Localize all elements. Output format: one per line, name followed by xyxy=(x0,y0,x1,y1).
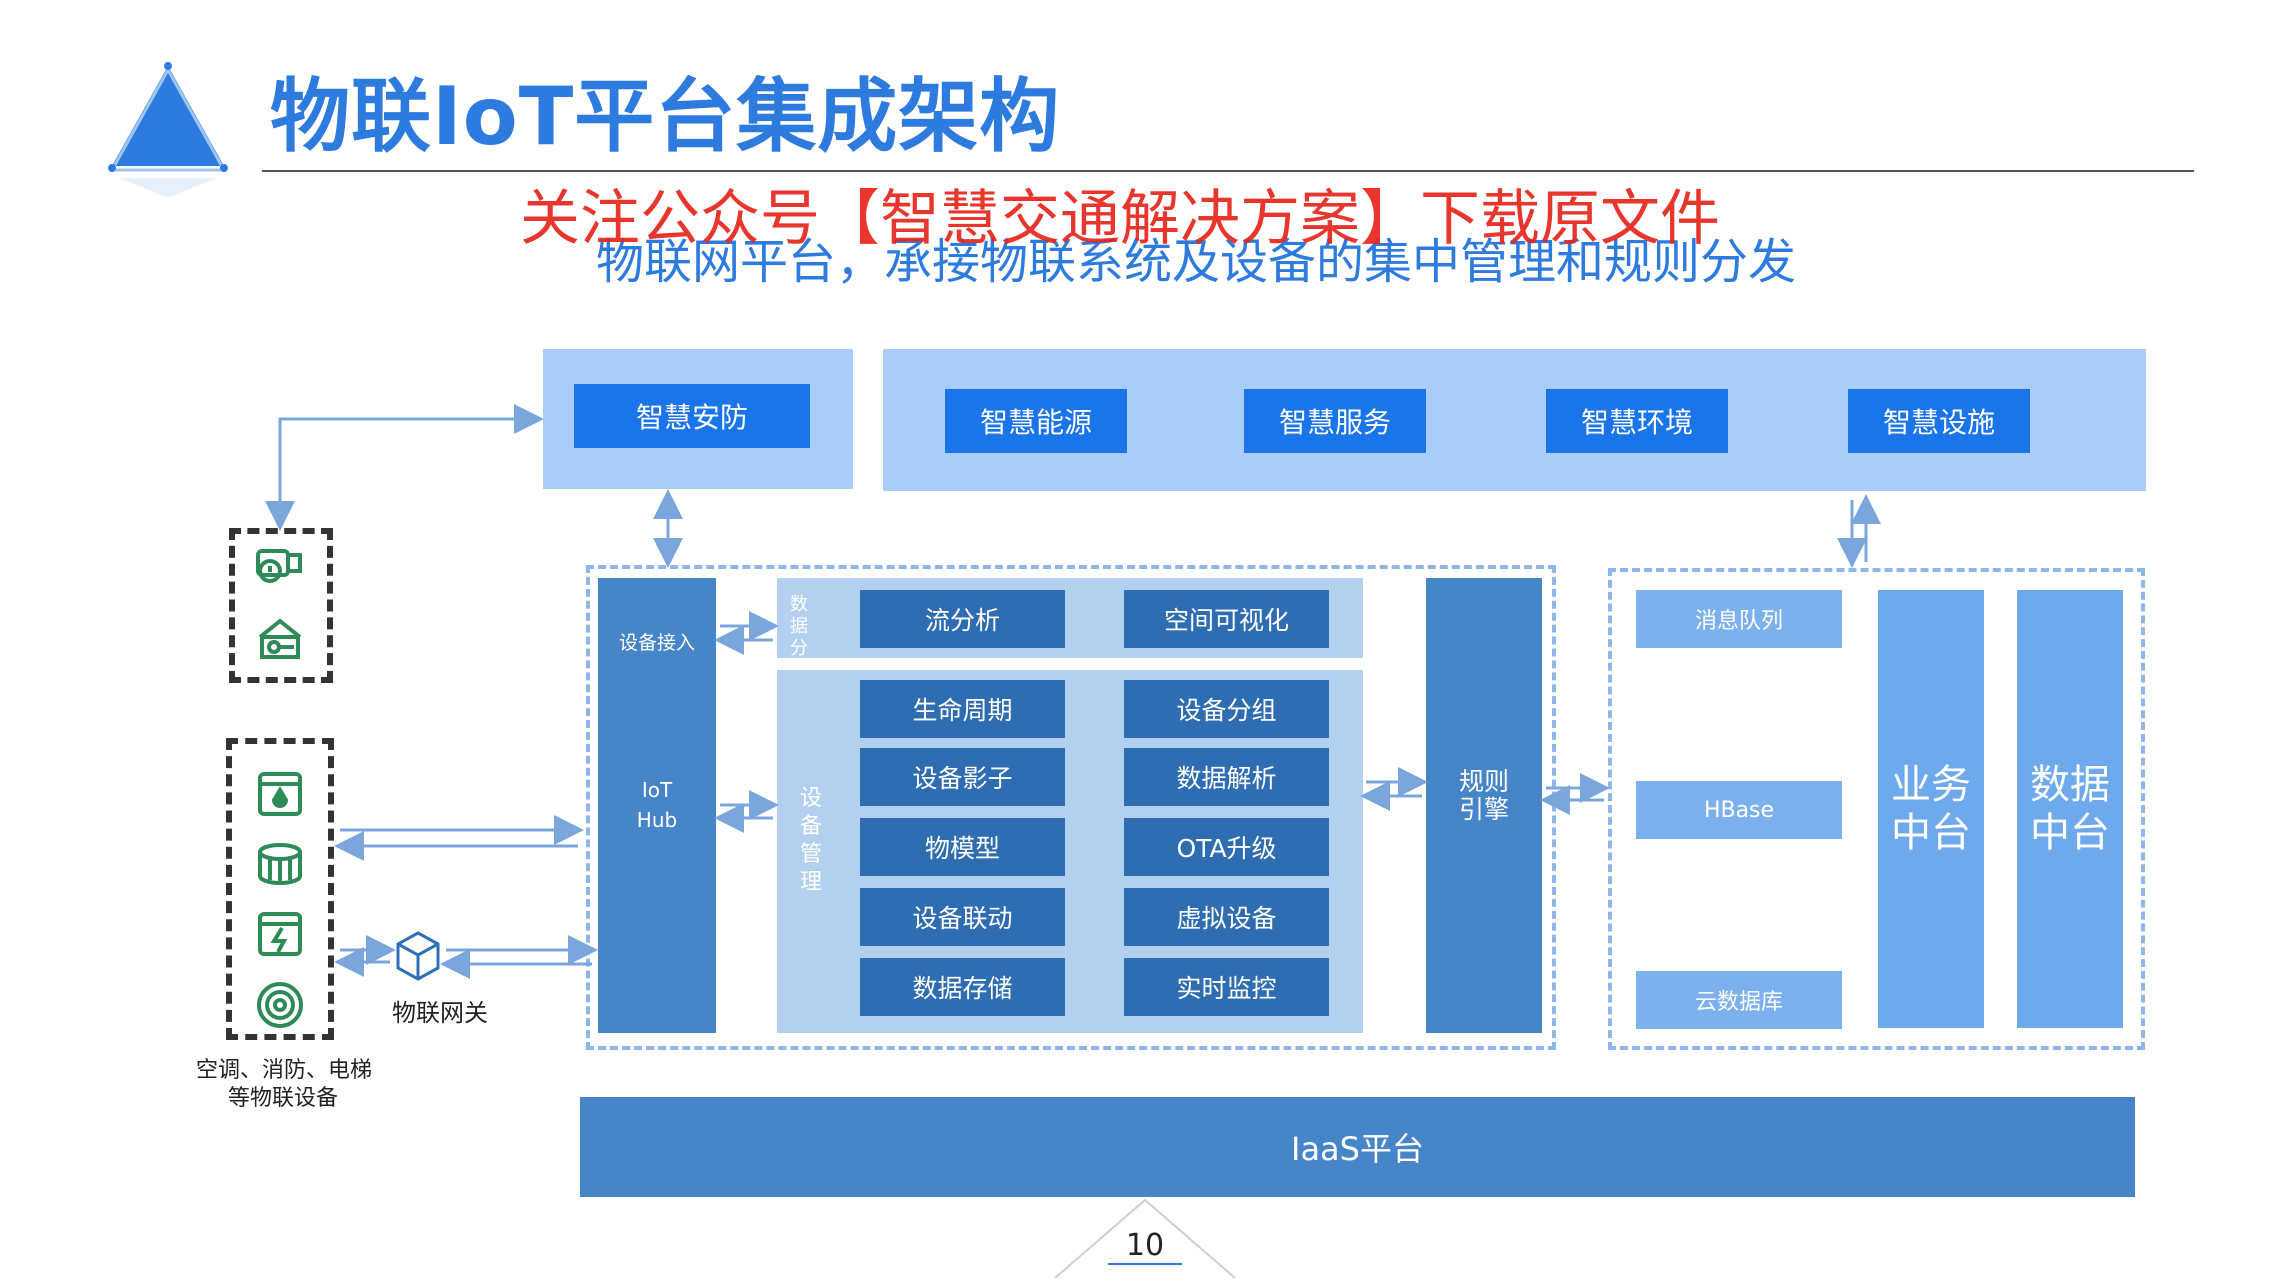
dm-storage-cell: 数据存储 xyxy=(860,958,1065,1016)
smart-security-button[interactable]: 智慧安防 xyxy=(574,384,810,448)
smart-service-button[interactable]: 智慧服务 xyxy=(1244,389,1426,453)
smart-environment-button[interactable]: 智慧环境 xyxy=(1546,389,1728,453)
business-middle-line2: 中台 xyxy=(1891,810,1971,856)
spatial-visualization-cell: 空间可视化 xyxy=(1124,590,1329,648)
smart-energy-button[interactable]: 智慧能源 xyxy=(945,389,1127,453)
rule-engine-label-1: 规则 xyxy=(1458,767,1509,796)
dm-shadow-cell: 设备影子 xyxy=(860,748,1065,806)
devices-caption-1: 空调、消防、电梯 xyxy=(196,1058,373,1083)
rule-engine-column xyxy=(1426,578,1542,1033)
dm-lifecycle-cell: 生命周期 xyxy=(860,680,1065,738)
hbase-item: HBase xyxy=(1636,781,1842,839)
business-middle-platform: 业务 中台 xyxy=(1878,590,1984,1028)
water-meter-icon xyxy=(256,770,304,818)
power-meter-icon xyxy=(256,910,304,958)
stream-analysis-cell: 流分析 xyxy=(860,590,1065,648)
fan-icon xyxy=(256,840,304,888)
dm-ota-cell: OTA升级 xyxy=(1124,818,1329,876)
middle-platform-dashed-region xyxy=(1608,568,2145,1050)
dm-linkage-cell: 设备联动 xyxy=(860,888,1065,946)
business-middle-line1: 业务 xyxy=(1891,762,1971,808)
iot-hub-label-2: Hub xyxy=(636,808,678,832)
gateway-label: 物联网关 xyxy=(392,999,488,1027)
key-card-icon xyxy=(254,615,306,663)
page-number-decoration xyxy=(1050,1196,1240,1280)
devices-caption-2: 等物联设备 xyxy=(228,1086,339,1111)
message-queue-item: 消息队列 xyxy=(1636,590,1842,648)
data-middle-platform: 数据 中台 xyxy=(2017,590,2123,1028)
data-middle-line2: 中台 xyxy=(2030,810,2110,856)
data-middle-line1: 数据 xyxy=(2030,762,2110,808)
dm-grouping-cell: 设备分组 xyxy=(1124,680,1329,738)
rule-engine-label-2: 引擎 xyxy=(1458,795,1509,824)
dm-parsing-cell: 数据解析 xyxy=(1124,748,1329,806)
iot-hub-column xyxy=(598,578,716,1033)
camera-icon xyxy=(254,545,306,591)
smart-facility-button[interactable]: 智慧设施 xyxy=(1848,389,2030,453)
sensor-icon xyxy=(255,980,305,1030)
security-devices-group xyxy=(229,528,333,683)
watermark: 关注公众号【智慧交通解决方案】下载原文件 xyxy=(520,184,1720,254)
gateway-box-icon xyxy=(395,930,441,982)
page-number: 10 xyxy=(1108,1228,1182,1265)
subtitle: 物联网平台，承接物联系统及设备的集中管理和规则分发 xyxy=(596,234,1797,290)
iot-hub-label-1: IoT xyxy=(641,778,673,802)
device-access-label: 设备接入 xyxy=(618,632,695,654)
device-management-label: 设备管理 xyxy=(800,786,823,895)
facility-devices-group xyxy=(226,738,334,1040)
cloud-database-item: 云数据库 xyxy=(1636,971,1842,1029)
dm-thing-model-cell: 物模型 xyxy=(860,818,1065,876)
page-title: 物联IoT平台集成架构 xyxy=(270,70,1061,163)
dm-virtual-device-cell: 虚拟设备 xyxy=(1124,888,1329,946)
logo-triangle-icon xyxy=(100,58,240,198)
title-divider xyxy=(262,170,2194,172)
iaas-platform-bar: IaaS平台 xyxy=(580,1097,2135,1197)
dm-monitor-cell: 实时监控 xyxy=(1124,958,1329,1016)
